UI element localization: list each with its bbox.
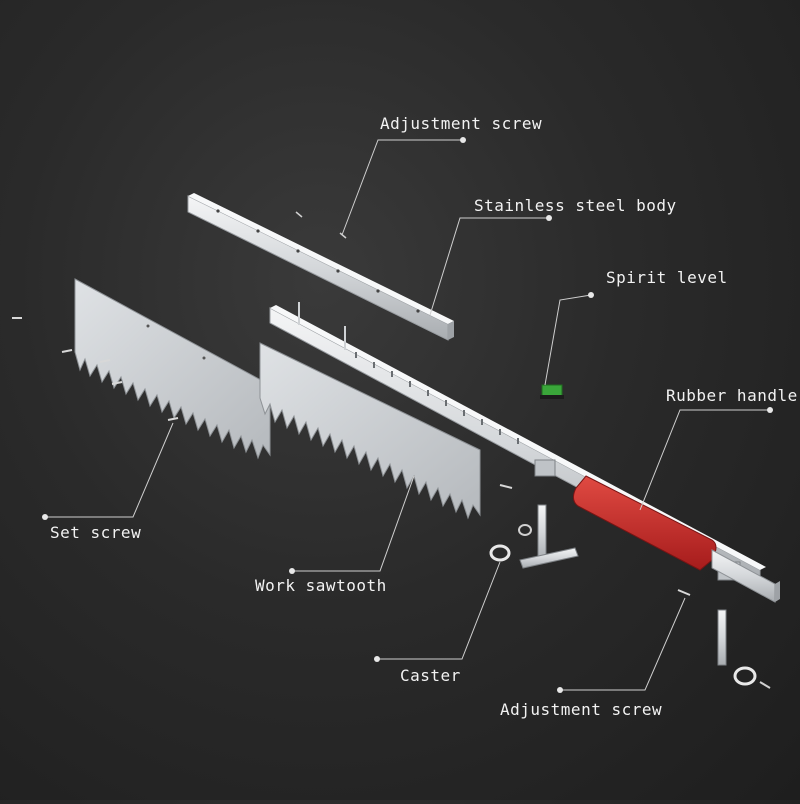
set-screws-loose bbox=[12, 317, 691, 596]
adjustment-screw-part-top bbox=[295, 211, 347, 239]
caster-part bbox=[489, 504, 771, 689]
spirit-level-part bbox=[540, 384, 564, 399]
label-work-sawtooth: Work sawtooth bbox=[255, 576, 387, 595]
sawtooth-plate-middle bbox=[259, 342, 481, 520]
rubber-handle-part bbox=[572, 475, 717, 571]
label-stainless-steel-body: Stainless steel body bbox=[474, 196, 677, 215]
sawtooth-plate-left bbox=[74, 278, 271, 460]
label-adjustment-screw-bottom: Adjustment screw bbox=[500, 700, 663, 719]
label-rubber-handle: Rubber handle bbox=[666, 386, 798, 405]
label-set-screw: Set screw bbox=[50, 523, 142, 542]
label-adjustment-screw-top: Adjustment screw bbox=[380, 114, 543, 133]
label-caster: Caster bbox=[400, 666, 461, 685]
label-spirit-level: Spirit level bbox=[606, 268, 728, 287]
bar-end-part bbox=[711, 549, 780, 603]
callout-leaders bbox=[42, 137, 773, 693]
stainless-steel-body-part bbox=[187, 193, 454, 341]
